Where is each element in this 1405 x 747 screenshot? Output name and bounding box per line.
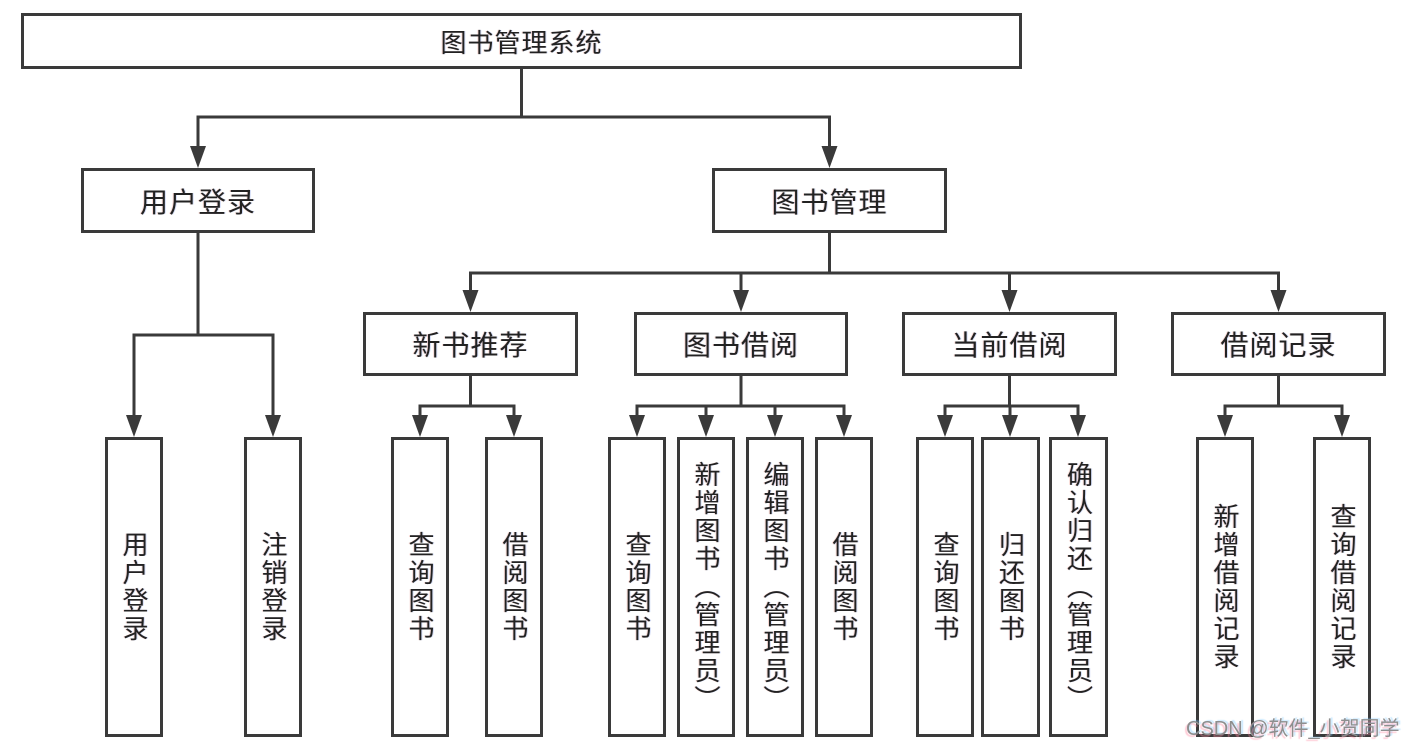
node-label: 确认归还（管理员） bbox=[1063, 461, 1094, 713]
arrowhead-down-icon bbox=[190, 146, 206, 168]
node-label: 借阅记录 bbox=[1220, 330, 1337, 361]
node-label: 图书借阅 bbox=[682, 330, 799, 361]
node-label: 注销登录 bbox=[258, 531, 288, 643]
arrowhead-down-icon bbox=[698, 415, 714, 437]
leaf-query-books: 查询图书 bbox=[608, 437, 666, 737]
csdn-watermark: CSDN @软件_小贺同学 bbox=[1186, 718, 1400, 740]
node-label: 归还图书 bbox=[995, 531, 1026, 643]
arrowhead-down-icon bbox=[126, 415, 142, 437]
node-label: 查询图书 bbox=[930, 531, 960, 643]
node-label: 查询图书 bbox=[622, 531, 652, 643]
leaf-logout: 注销登录 bbox=[244, 437, 302, 737]
arrowhead-down-icon bbox=[629, 415, 645, 437]
leaf-add-books-admin: 新增图书（管理员） bbox=[677, 437, 735, 737]
node-book-borrowing: 图书借阅 bbox=[634, 312, 848, 376]
node-label: 借阅图书 bbox=[499, 531, 529, 643]
leaf-borrow-books: 借阅图书 bbox=[815, 437, 873, 737]
leaf-query-books: 查询图书 bbox=[916, 437, 974, 737]
arrowhead-down-icon bbox=[1001, 290, 1018, 312]
arrowhead-down-icon bbox=[836, 415, 852, 437]
node-current-borrowing: 当前借阅 bbox=[902, 312, 1117, 376]
node-label: 借阅图书 bbox=[829, 531, 859, 643]
arrowhead-down-icon bbox=[767, 415, 783, 437]
leaf-return-books: 归还图书 bbox=[981, 437, 1040, 737]
node-library-management-system: 图书管理系统 bbox=[21, 13, 1022, 69]
node-label: 查询图书 bbox=[405, 531, 435, 643]
node-book-management: 图书管理 bbox=[712, 168, 947, 233]
leaf-borrow-books: 借阅图书 bbox=[485, 437, 543, 737]
leaf-confirm-return-admin: 确认归还（管理员） bbox=[1049, 437, 1108, 737]
node-label: 用户登录 bbox=[139, 186, 256, 218]
arrowhead-down-icon bbox=[821, 146, 838, 168]
arrowhead-down-icon bbox=[506, 415, 522, 437]
node-label: 新增借阅记录 bbox=[1210, 503, 1240, 671]
leaf-query-books: 查询图书 bbox=[391, 437, 449, 737]
leaf-user-login: 用户登录 bbox=[105, 437, 163, 737]
node-label: 编辑图书（管理员） bbox=[760, 461, 790, 713]
arrowhead-down-icon bbox=[1334, 415, 1350, 437]
arrowhead-down-icon bbox=[462, 290, 479, 312]
arrowhead-down-icon bbox=[1002, 415, 1018, 437]
node-label: 当前借阅 bbox=[951, 330, 1068, 361]
leaf-edit-books-admin: 编辑图书（管理员） bbox=[746, 437, 804, 737]
arrowhead-down-icon bbox=[1270, 290, 1287, 312]
leaf-add-borrow-record: 新增借阅记录 bbox=[1196, 437, 1254, 737]
arrowhead-down-icon bbox=[1217, 415, 1233, 437]
node-user-login: 用户登录 bbox=[81, 168, 315, 233]
arrowhead-down-icon bbox=[937, 415, 953, 437]
leaf-query-borrow-record: 查询借阅记录 bbox=[1313, 437, 1371, 737]
node-label: 新书推荐 bbox=[412, 330, 529, 361]
arrowhead-down-icon bbox=[1070, 415, 1086, 437]
node-label: 查询借阅记录 bbox=[1327, 503, 1357, 671]
arrowhead-down-icon bbox=[733, 290, 749, 312]
node-label: 新增图书（管理员） bbox=[691, 461, 721, 713]
node-label: 用户登录 bbox=[119, 531, 149, 643]
arrowhead-down-icon bbox=[265, 415, 281, 437]
node-label: 图书管理系统 bbox=[440, 27, 603, 58]
node-label: 图书管理 bbox=[771, 186, 888, 218]
node-borrowing-records: 借阅记录 bbox=[1171, 312, 1386, 376]
arrowhead-down-icon bbox=[412, 415, 428, 437]
node-new-book-recommendation: 新书推荐 bbox=[363, 312, 578, 376]
